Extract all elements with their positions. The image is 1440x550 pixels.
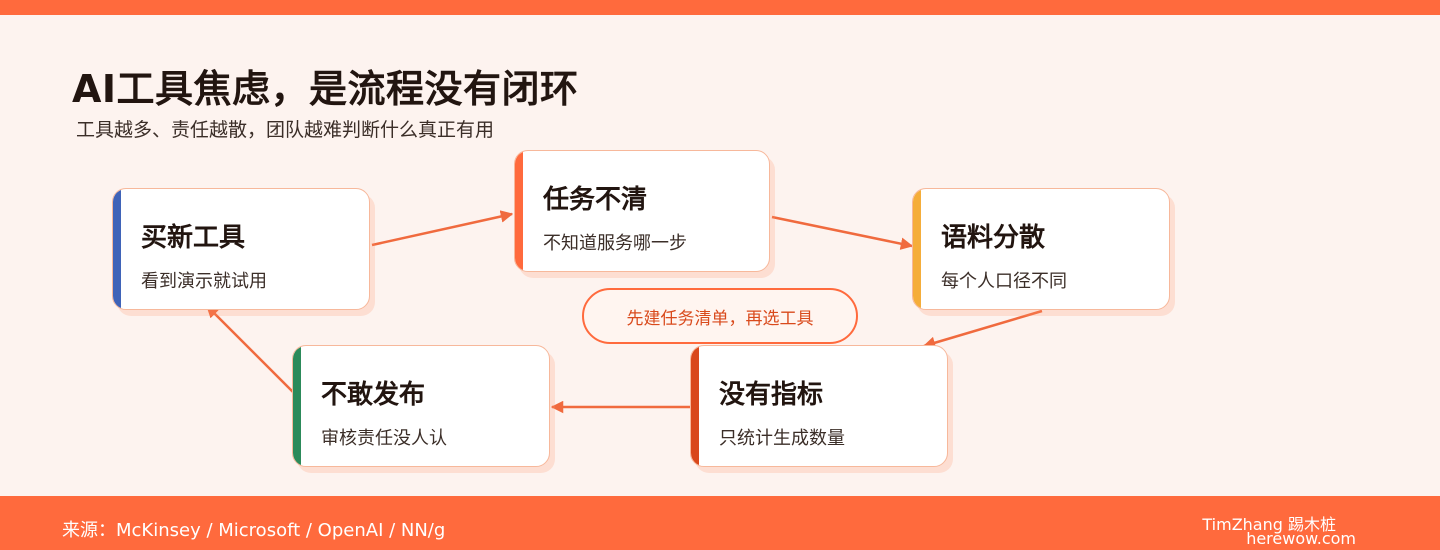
arrow-corpus-to-metrics [922, 309, 1043, 349]
brand-name: TimZhang 踢木桩 [1202, 515, 1336, 534]
card-accent [113, 189, 121, 309]
step-desc: 只统计生成数量 [719, 428, 845, 449]
step-title: 任务不清 [543, 185, 648, 215]
step-desc: 每个人口径不同 [941, 271, 1067, 292]
top-accent-bar [0, 0, 1440, 15]
step-title: 不敢发布 [321, 380, 426, 410]
page-subtitle: 工具越多、责任越散，团队越难判断什么真正有用 [76, 119, 495, 141]
step-title: 没有指标 [719, 380, 824, 410]
step-desc: 不知道服务哪一步 [543, 233, 687, 254]
card-accent [913, 189, 921, 309]
page-title: AI工具焦虑，是流程没有闭环 [72, 67, 579, 111]
step-desc: 审核责任没人认 [321, 428, 447, 449]
step-card-afraid-publish: 不敢发布 审核责任没人认 [292, 345, 550, 467]
step-desc: 看到演示就试用 [141, 271, 267, 292]
card-accent [515, 151, 523, 271]
step-card-buy-tools: 买新工具 看到演示就试用 [112, 188, 370, 310]
step-title: 语料分散 [941, 223, 1046, 253]
step-card-unclear-task: 任务不清 不知道服务哪一步 [514, 150, 770, 272]
card-accent [293, 346, 301, 466]
arrow-task-to-corpus [771, 215, 914, 250]
arrow-publish-to-buy [206, 305, 295, 394]
step-card-no-metrics: 没有指标 只统计生成数量 [690, 345, 948, 467]
step-card-scattered-corpus: 语料分散 每个人口径不同 [912, 188, 1170, 310]
arrow-buy-to-task [371, 210, 514, 247]
card-accent [691, 346, 699, 466]
footer-bar [0, 496, 1440, 550]
callout-pill: 先建任务清单，再选工具 [582, 288, 858, 344]
brand-site: herewow.com [1246, 529, 1356, 548]
step-title: 买新工具 [141, 223, 246, 253]
source-note: 来源：McKinsey / Microsoft / OpenAI / NN/g [62, 520, 446, 541]
